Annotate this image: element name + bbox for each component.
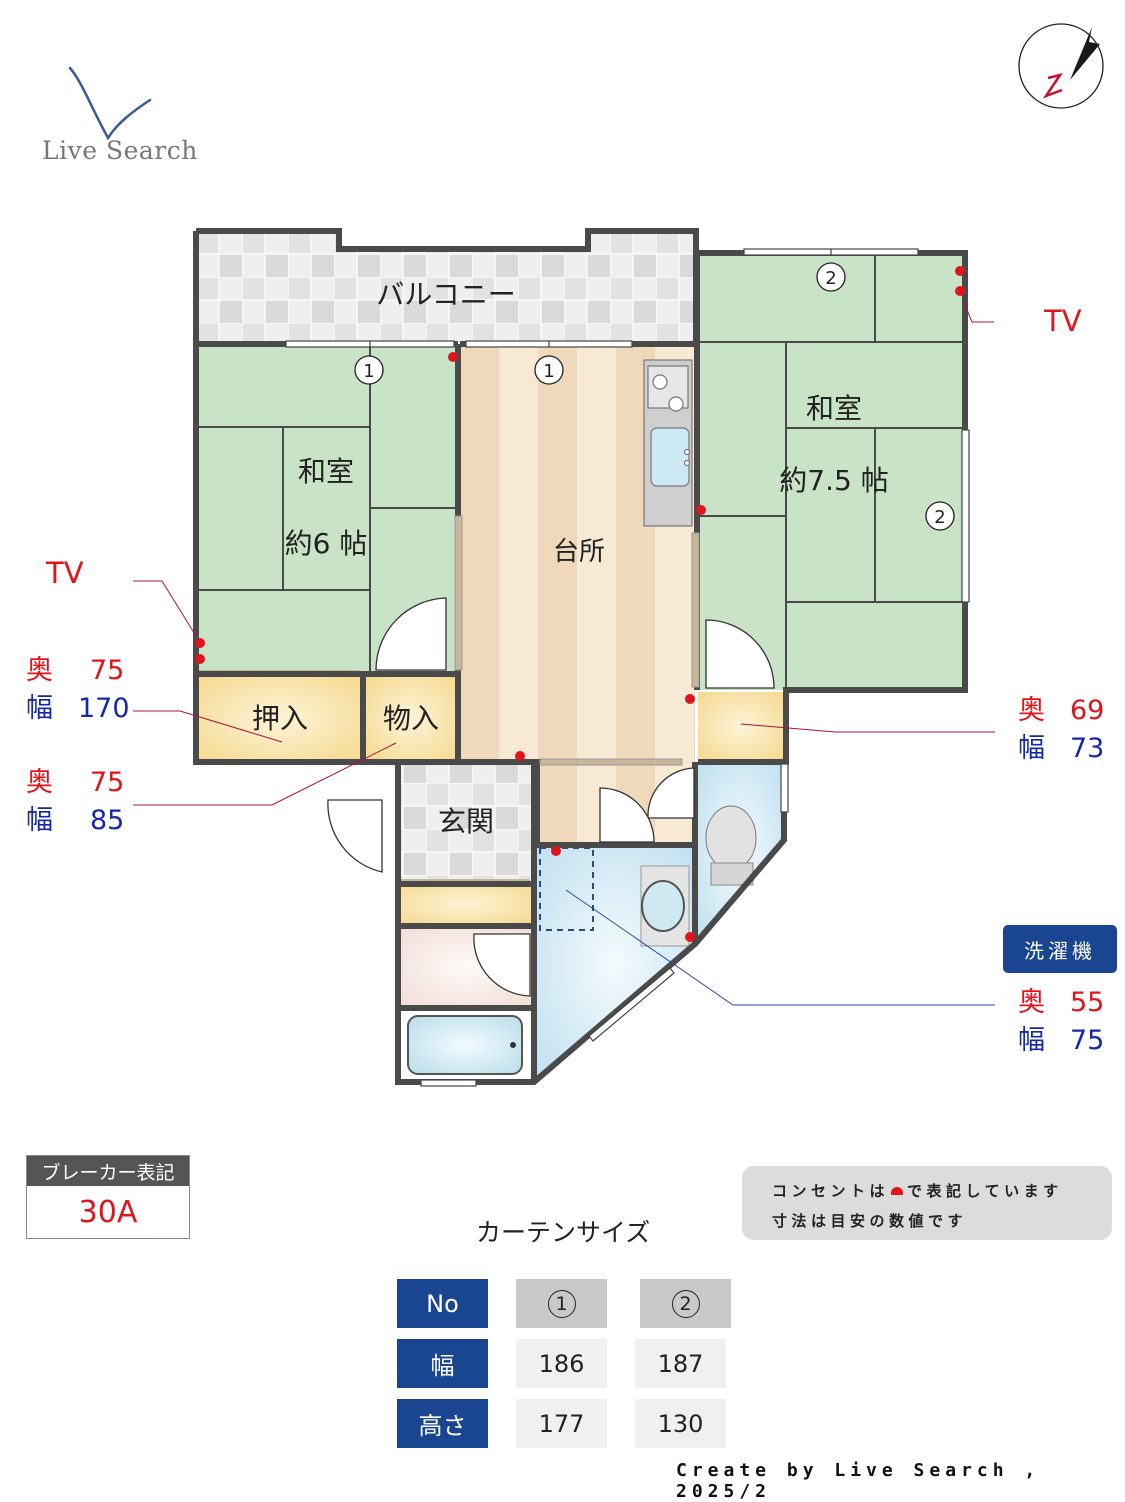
window-marker-1: 1 xyxy=(363,361,374,382)
oshiire-label: 押入 xyxy=(252,702,308,735)
toilet xyxy=(705,805,757,871)
window-marker-1: 1 xyxy=(543,361,554,382)
legend-note: コンセントはで表記しています 寸法は目安の数値です xyxy=(742,1166,1112,1240)
curtain-height-2: 130 xyxy=(635,1399,726,1448)
balcony xyxy=(196,231,696,344)
logo-icon xyxy=(68,66,152,141)
footer-credit: Create by Live Search , 2025/2 xyxy=(676,1460,1041,1502)
curtain-width-2: 187 xyxy=(635,1339,726,1388)
tv-label-left: TV xyxy=(46,556,84,590)
logo-text: Live Search xyxy=(42,136,198,165)
curtain-no-2: 2 xyxy=(640,1279,731,1328)
washitsu-right-label: 和室 xyxy=(806,392,862,425)
monoire-label: 物入 xyxy=(383,702,439,735)
north-arrow-icon xyxy=(1018,23,1104,109)
windows xyxy=(285,248,970,1087)
curtain-title: カーテンサイズ xyxy=(476,1218,651,1247)
washer-badge: 洗濯機 xyxy=(1003,925,1117,973)
breaker-box: ブレーカー表記 30A xyxy=(26,1155,190,1239)
curtain-header-no: No xyxy=(397,1279,488,1328)
washitsu-right-size: 約7.5 帖 xyxy=(779,464,888,497)
breaker-value: 30A xyxy=(78,1194,138,1230)
curtain-height-1: 177 xyxy=(516,1399,607,1448)
closet-right xyxy=(698,692,784,760)
washitsu-right-tatami xyxy=(697,253,965,690)
monoire xyxy=(366,677,457,761)
window-marker-2: 2 xyxy=(934,507,945,528)
oshiire xyxy=(197,677,362,761)
genkan xyxy=(398,764,534,879)
outlet-markers xyxy=(195,266,965,942)
balcony-label: バルコニー xyxy=(376,278,515,311)
curtain-no-1: 1 xyxy=(516,1279,607,1328)
washitsu-left-label: 和室 xyxy=(298,455,354,488)
kitchen-counter xyxy=(643,359,693,527)
tv-label-right: TV xyxy=(1044,304,1082,338)
window-marker-2: 2 xyxy=(825,268,836,289)
doors xyxy=(327,597,775,997)
curtain-header-width: 幅 xyxy=(397,1339,488,1388)
breaker-title: ブレーカー表記 xyxy=(27,1156,189,1186)
washitsu-left-size: 約6 帖 xyxy=(285,527,368,560)
genkan-label: 玄関 xyxy=(438,805,494,838)
outlet-icon xyxy=(891,1187,904,1195)
floor-plan: 1 1 2 2 バルコニー 和室 約6 帖 台所 和室 約7.5 帖 押入 物入… xyxy=(133,228,995,1087)
curtain-width-1: 186 xyxy=(516,1339,607,1388)
curtain-header-height: 高さ xyxy=(397,1399,488,1448)
kitchen-label: 台所 xyxy=(553,537,605,567)
bathtub xyxy=(407,1015,523,1075)
